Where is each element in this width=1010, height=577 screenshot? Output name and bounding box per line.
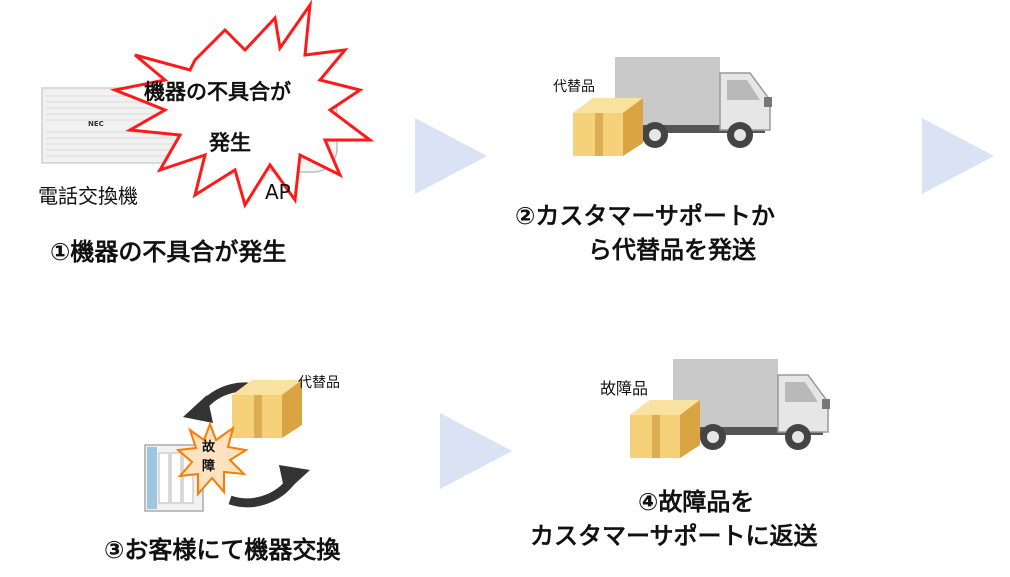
replacement-box-label: 代替品 bbox=[298, 375, 340, 391]
pbx-label: 電話交換機 bbox=[38, 184, 138, 208]
flow-arrow-1-icon bbox=[415, 118, 487, 194]
fault-text-line2: 障 bbox=[202, 459, 216, 474]
cardboard-box-icon bbox=[573, 98, 643, 156]
delivery-truck-icon bbox=[615, 57, 772, 148]
flow-arrow-2-icon bbox=[922, 118, 994, 194]
step1-title: ①機器の不具合が発生 bbox=[50, 238, 287, 266]
fault-text-line1: 故 bbox=[202, 440, 216, 455]
faulty-box-label: 故障品 bbox=[600, 379, 649, 398]
burst-text-line2: 発生 bbox=[209, 131, 251, 155]
ap-label: AP bbox=[265, 180, 291, 204]
cardboard-box-icon bbox=[232, 380, 302, 438]
fault-burst-small-icon bbox=[175, 421, 249, 497]
flow-arrow-3-icon bbox=[440, 413, 512, 489]
exchange-cycle-icon bbox=[183, 382, 310, 508]
step4-title-line2: カスタマーサポートに返送 bbox=[530, 522, 818, 550]
burst-text-line1: 機器の不具合が bbox=[144, 80, 291, 104]
replacement-box-label: 代替品 bbox=[553, 79, 595, 95]
step4-title-line1: ④故障品を bbox=[638, 488, 755, 516]
step2-title-line1: ②カスタマーサポートか bbox=[515, 202, 775, 230]
pbx-brand-label: NEC bbox=[88, 120, 104, 128]
cardboard-box-icon bbox=[630, 400, 700, 458]
fault-burst-icon bbox=[109, 0, 375, 209]
step2-title-line2: ら代替品を発送 bbox=[588, 236, 756, 264]
step3-title: ③お客様にて機器交換 bbox=[104, 536, 341, 564]
return-truck-icon bbox=[673, 359, 830, 450]
